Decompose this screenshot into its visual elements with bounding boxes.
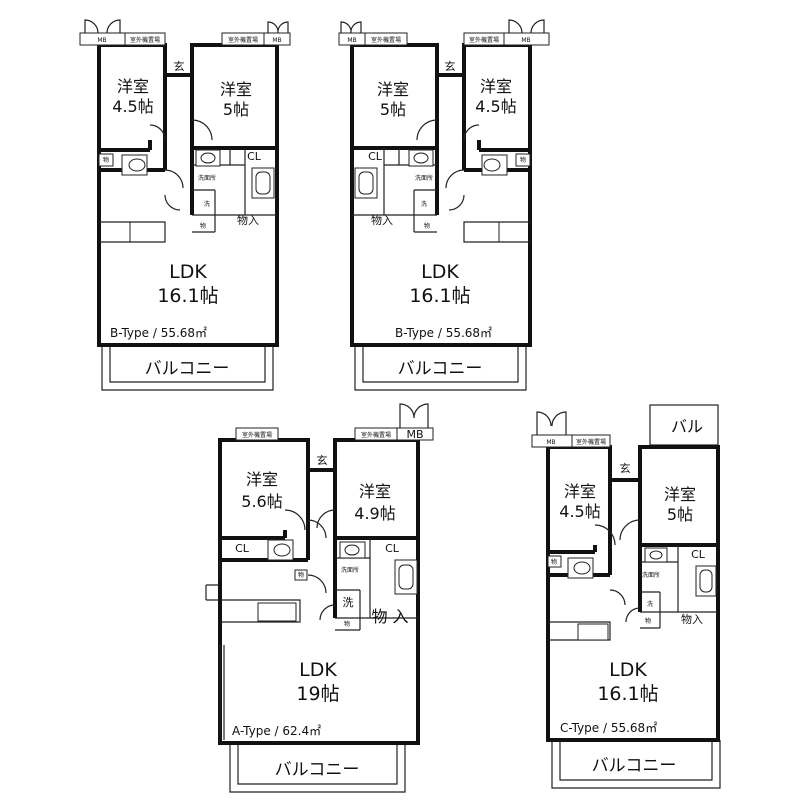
closet-label: CL	[385, 542, 400, 555]
wash-label: 洗	[204, 200, 210, 208]
aircon-label: 室外機置場	[228, 36, 258, 44]
kitchen-sink-icon	[463, 221, 500, 243]
mono-label: 物	[645, 617, 651, 625]
mono-label: 物	[520, 156, 526, 164]
room2-name: 洋室	[220, 80, 252, 99]
balcony-label: バルコニー	[275, 760, 360, 780]
kitchen-sink-icon	[577, 623, 609, 641]
type-label: B-Type / 55.68㎡	[110, 326, 207, 340]
mb-label: MB	[546, 439, 555, 446]
balcony-outline	[101, 345, 274, 391]
small-balcony-label: バル	[671, 417, 703, 436]
wash-label: 洗	[647, 600, 653, 608]
room2-size: 5帖	[667, 505, 693, 524]
balcony-outline	[354, 345, 527, 391]
outer-wall	[218, 438, 420, 745]
closet-label: CL	[368, 150, 383, 163]
aircon-label: 室外機置場	[242, 431, 272, 439]
ldk-label: LDK	[609, 659, 647, 681]
storage-label: 物 入	[371, 607, 408, 626]
closet-label: CL	[235, 542, 250, 555]
outer-wall	[546, 445, 720, 742]
room1-name: 洋室	[246, 470, 278, 489]
room1-name: 洋室	[564, 482, 596, 501]
type-label: C-Type / 55.68㎡	[560, 721, 657, 735]
storage-label: 物入	[681, 612, 703, 626]
wash-room-label: 洗面所	[341, 566, 359, 574]
ldk-label: LDK	[299, 659, 337, 681]
kitchen-sink-icon	[257, 602, 297, 622]
plan-c-type: MB 室外機置場 バル 玄 洋室 4.5帖 洋室 5帖 CL 物 洗面所 洗 物…	[531, 404, 721, 789]
mb-label: MB	[272, 37, 281, 44]
room2-name: 洋室	[480, 77, 512, 96]
mono-label: 物	[424, 222, 430, 230]
entrance-label: 玄	[620, 461, 631, 475]
mb-label: MB	[406, 428, 423, 441]
plan-b-type-right: MB 室外機置場 室外機置場 MB 玄 洋室 5帖 洋室 4.5帖 CL 物 洗…	[338, 19, 550, 391]
ldk-label: LDK	[169, 261, 207, 283]
closet-label: CL	[691, 548, 706, 561]
plan-b-type-left: MB 室外機置場 室外機置場 MB 玄 洋室 4.5帖 洋室 5帖 CL 物 洗…	[79, 19, 291, 391]
kitchen-sink-icon	[129, 221, 166, 243]
ldk-size: 16.1帖	[597, 683, 658, 705]
balcony-label: バルコニー	[592, 756, 677, 776]
room2-size: 5帖	[223, 100, 249, 119]
balcony-label: バルコニー	[398, 359, 483, 379]
ldk-size: 16.1帖	[157, 285, 218, 307]
aircon-label: 室外機置場	[130, 36, 160, 44]
plan-a-type: 室外機置場 室外機置場 MB 玄 洋室 5.6帖 洋室 4.9帖 CL CL 物…	[205, 403, 434, 793]
wash-room-label: 洗面所	[198, 174, 216, 182]
ldk-label: LDK	[421, 261, 459, 283]
entrance-label: 玄	[445, 59, 456, 73]
mono-label: 物	[344, 620, 350, 628]
wash-label: 洗	[421, 200, 427, 208]
ldk-size: 16.1帖	[409, 285, 470, 307]
aircon-label: 室外機置場	[371, 36, 401, 44]
room2-size: 4.9帖	[354, 504, 395, 523]
wash-room-label: 洗面所	[415, 174, 433, 182]
type-label: A-Type / 62.4㎡	[232, 724, 321, 738]
room1-size: 4.5帖	[559, 502, 600, 521]
room1-size: 5帖	[380, 100, 406, 119]
ldk-size: 19帖	[296, 683, 339, 705]
entrance-label: 玄	[317, 453, 328, 467]
mb-label: MB	[97, 37, 106, 44]
storage-label: 物入	[371, 213, 393, 227]
mono-label: 物	[298, 571, 304, 579]
room2-name: 洋室	[359, 482, 391, 501]
aircon-label: 室外機置場	[469, 36, 499, 44]
balcony-outline	[551, 740, 721, 789]
aircon-label: 室外機置場	[576, 438, 606, 446]
mono-label: 物	[200, 222, 206, 230]
mb-label: MB	[347, 37, 356, 44]
mono-label: 物	[551, 558, 557, 566]
entrance-label: 玄	[174, 59, 185, 73]
balcony-label: バルコニー	[145, 359, 230, 379]
aircon-label: 室外機置場	[361, 431, 391, 439]
mb-label: MB	[521, 37, 530, 44]
room1-name: 洋室	[377, 80, 409, 99]
balcony-outline	[229, 743, 406, 793]
outer-wall	[97, 43, 279, 347]
room2-size: 4.5帖	[475, 97, 516, 116]
room1-size: 5.6帖	[241, 492, 282, 511]
room2-name: 洋室	[664, 485, 696, 504]
wash-room-label: 洗面所	[642, 571, 660, 579]
closet-label: CL	[247, 150, 262, 163]
storage-label: 物入	[237, 213, 259, 227]
mono-label: 物	[103, 156, 109, 164]
room1-size: 4.5帖	[112, 97, 153, 116]
type-label: B-Type / 55.68㎡	[395, 326, 492, 340]
room1-name: 洋室	[117, 77, 149, 96]
wash-label: 洗	[343, 596, 354, 609]
